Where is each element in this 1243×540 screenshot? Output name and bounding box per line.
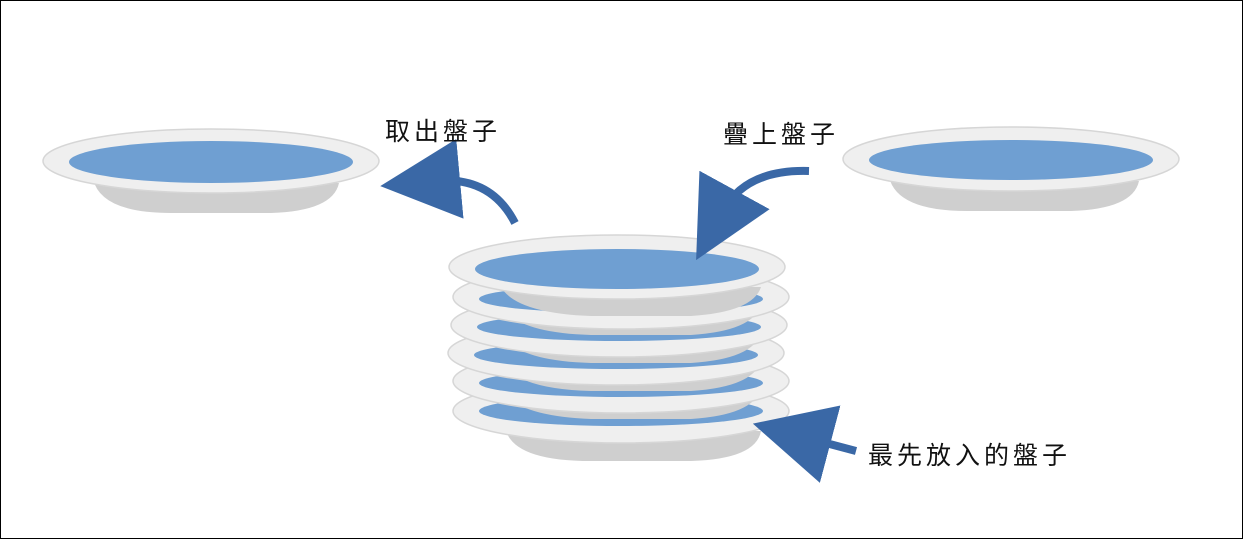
plate-taken-out — [42, 128, 380, 213]
plate-inner — [869, 140, 1153, 180]
plate-to-stack — [842, 126, 1180, 211]
first-in-label: 最先放入的盤子 — [868, 441, 1072, 470]
plate-stack — [447, 234, 790, 461]
stack-on-arrow-icon — [696, 166, 810, 261]
plate-inner — [69, 141, 353, 183]
take-out-label: 取出盤子 — [385, 117, 502, 146]
take-out-arrow-icon — [380, 139, 519, 225]
first-in-arrow-icon — [752, 405, 858, 483]
stack-on-label: 疊上盤子 — [723, 120, 840, 149]
